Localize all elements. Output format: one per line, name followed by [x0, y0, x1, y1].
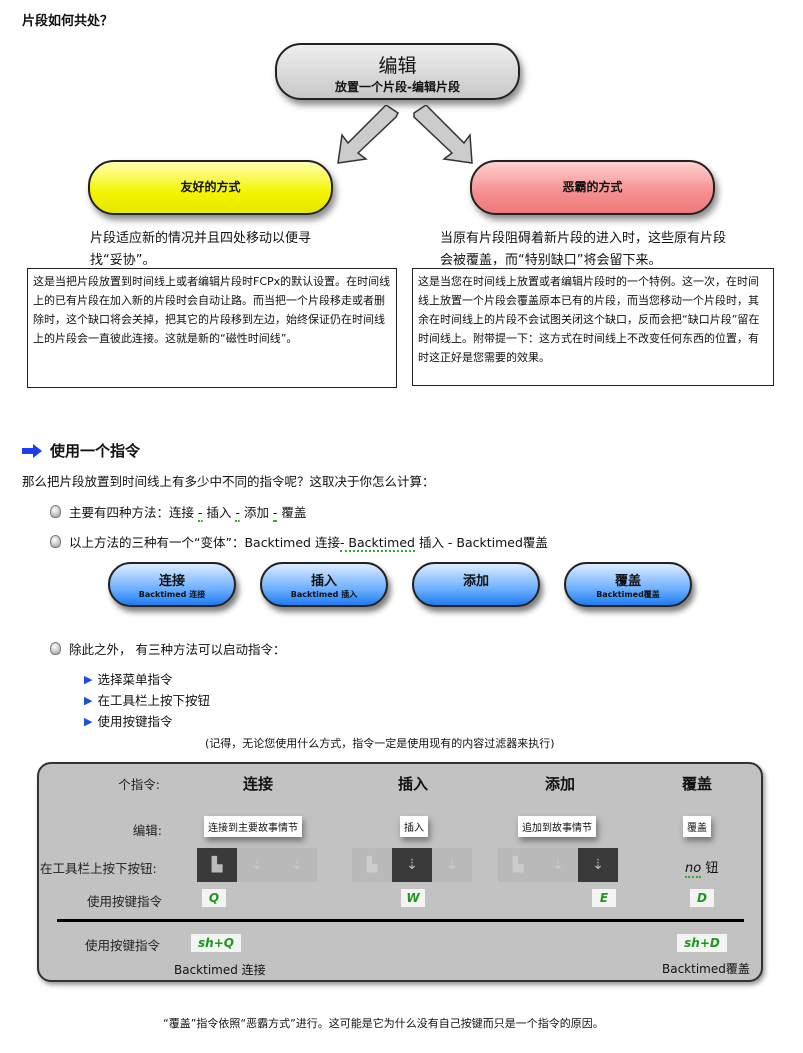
connect-tool-icon: ▙ [197, 848, 237, 882]
lead-line: 找“妥协”。 [90, 253, 156, 268]
bullet-text: 除此之外， 有三种方法可以启动指令： [69, 642, 286, 657]
insert-tool-icon: ⇣ [392, 848, 432, 882]
bullet-text: 以上方法的三种有一个“变体”：Backtimed 连接- Backtimed 插… [69, 535, 548, 552]
triangle-icon: ▶ [84, 694, 93, 707]
bully-way-box: 恶霸的方式 [470, 160, 715, 215]
menu-label: 插入 [400, 816, 428, 837]
no-button-text: no 钮 [685, 861, 719, 878]
lead-line: 片段适应新的情况并且四处移动以便寻 [90, 231, 312, 246]
key-badge: W [401, 889, 425, 907]
divider [57, 919, 744, 922]
bullet-item: 主要有四种方法：连接 - 插入 - 添加 - 覆盖 [50, 502, 307, 522]
key-badge: D [690, 889, 714, 907]
row-label: 使用按键指令 [86, 894, 162, 909]
lead-line: 会被覆盖，而“特别缺口”将会留下来。 [440, 253, 662, 268]
footer-note: “覆盖”指令依照“恶霸方式”进行。这可能是它为什么没有自己按键而只是一个指令的原… [163, 1017, 604, 1030]
friendly-lead: 片段适应新的情况并且四处移动以便寻 找“妥协”。 [90, 228, 311, 272]
menu-label: 追加到故事情节 [518, 816, 596, 837]
connect-tool-icon: ▙ [366, 857, 378, 873]
sub-item: ▶使用按键指令 [84, 711, 210, 732]
append-button: 添加 [412, 562, 540, 607]
menu-label: 连接到主要故事情节 [204, 816, 302, 837]
arrows-icon [337, 105, 473, 164]
toolbar-buttons-connect: ▙ ⇣ ⇣ [197, 848, 317, 882]
bullet-text: 主要有四种方法：连接 - 插入 - 添加 - 覆盖 [69, 505, 307, 522]
key-badge: Q [202, 889, 226, 907]
bulb-icon [50, 642, 61, 655]
edit-box: 编辑 放置一个片段-编辑片段 [275, 43, 520, 100]
triangle-icon: ▶ [84, 673, 93, 686]
bullet-item: 以上方法的三种有一个“变体”：Backtimed 连接- Backtimed 插… [50, 532, 548, 552]
append-tool-icon: ⇣ [291, 857, 303, 873]
bulb-icon [50, 535, 61, 548]
backtimed-label: Backtimed 连接 [174, 963, 266, 977]
bully-lead: 当原有片段阻碍着新片段的进入时，这些原有片段 会被覆盖，而“特别缺口”将会留下来… [440, 228, 726, 272]
friendly-way-box: 友好的方式 [88, 160, 333, 215]
col-header: 连接 [242, 775, 274, 793]
sub-item: ▶选择菜单指令 [84, 669, 210, 690]
append-tool-icon: ⇣ [446, 857, 458, 873]
bulb-icon [50, 505, 61, 518]
row-label: 使用按键指令 [84, 938, 160, 953]
toolbar-buttons-insert: ▙ ⇣ ⇣ [352, 848, 472, 882]
intro-text: 那么把片段放置到时间线上有多少中不同的指令呢？这取决于你怎么计算： [22, 474, 435, 489]
menu-label: 覆盖 [683, 816, 711, 837]
row-label: 编辑: [132, 823, 162, 838]
page-title: 片段如何共处？ [22, 14, 114, 29]
shift-key-badge: sh+D [677, 934, 727, 952]
append-tool-icon: ⇣ [578, 848, 618, 882]
toolbar-buttons-append: ▙ ⇣ ⇣ [498, 848, 618, 882]
friendly-description: 这是当把片段放置到时间线上或者编辑片段时FCPx的默认设置。在时间线上的已有片段… [27, 268, 397, 388]
shift-key-badge: sh+Q [191, 934, 241, 952]
edit-title: 编辑 [378, 55, 417, 77]
row-label: 在工具栏上按下按钮: [40, 861, 157, 876]
key-badge: E [592, 889, 616, 907]
section-heading: 使用一个指令 [22, 440, 140, 461]
sub-item: ▶在工具栏上按下按钮 [84, 690, 210, 711]
col-header: 覆盖 [681, 775, 713, 793]
note-text: (记得，无论您使用什么方式，指令一定是使用现有的内容过滤器来执行) [205, 737, 555, 750]
edit-subtitle: 放置一个片段-编辑片段 [335, 80, 460, 94]
bully-description: 这是当您在时间线上放置或者编辑片段时的一个特例。这一次，在时间线上放置一个片段会… [412, 268, 774, 386]
bullet-item: 除此之外， 有三种方法可以启动指令： [50, 639, 285, 658]
sub-list: ▶选择菜单指令 ▶在工具栏上按下按钮 ▶使用按键指令 [84, 669, 210, 732]
triangle-icon: ▶ [84, 715, 93, 728]
insert-tool-icon: ⇣ [251, 857, 263, 873]
heading-text: 使用一个指令 [50, 442, 141, 460]
arrow-right-icon [22, 443, 42, 458]
col-header: 添加 [544, 775, 576, 793]
row-label: 个指令: [118, 777, 160, 792]
connect-tool-icon: ▙ [512, 857, 524, 873]
insert-tool-icon: ⇣ [552, 857, 564, 873]
col-header: 插入 [397, 775, 429, 793]
lead-line: 当原有片段阻碍着新片段的进入时，这些原有片段 [440, 231, 727, 246]
backtimed-label: Backtimed覆盖 [662, 962, 750, 976]
